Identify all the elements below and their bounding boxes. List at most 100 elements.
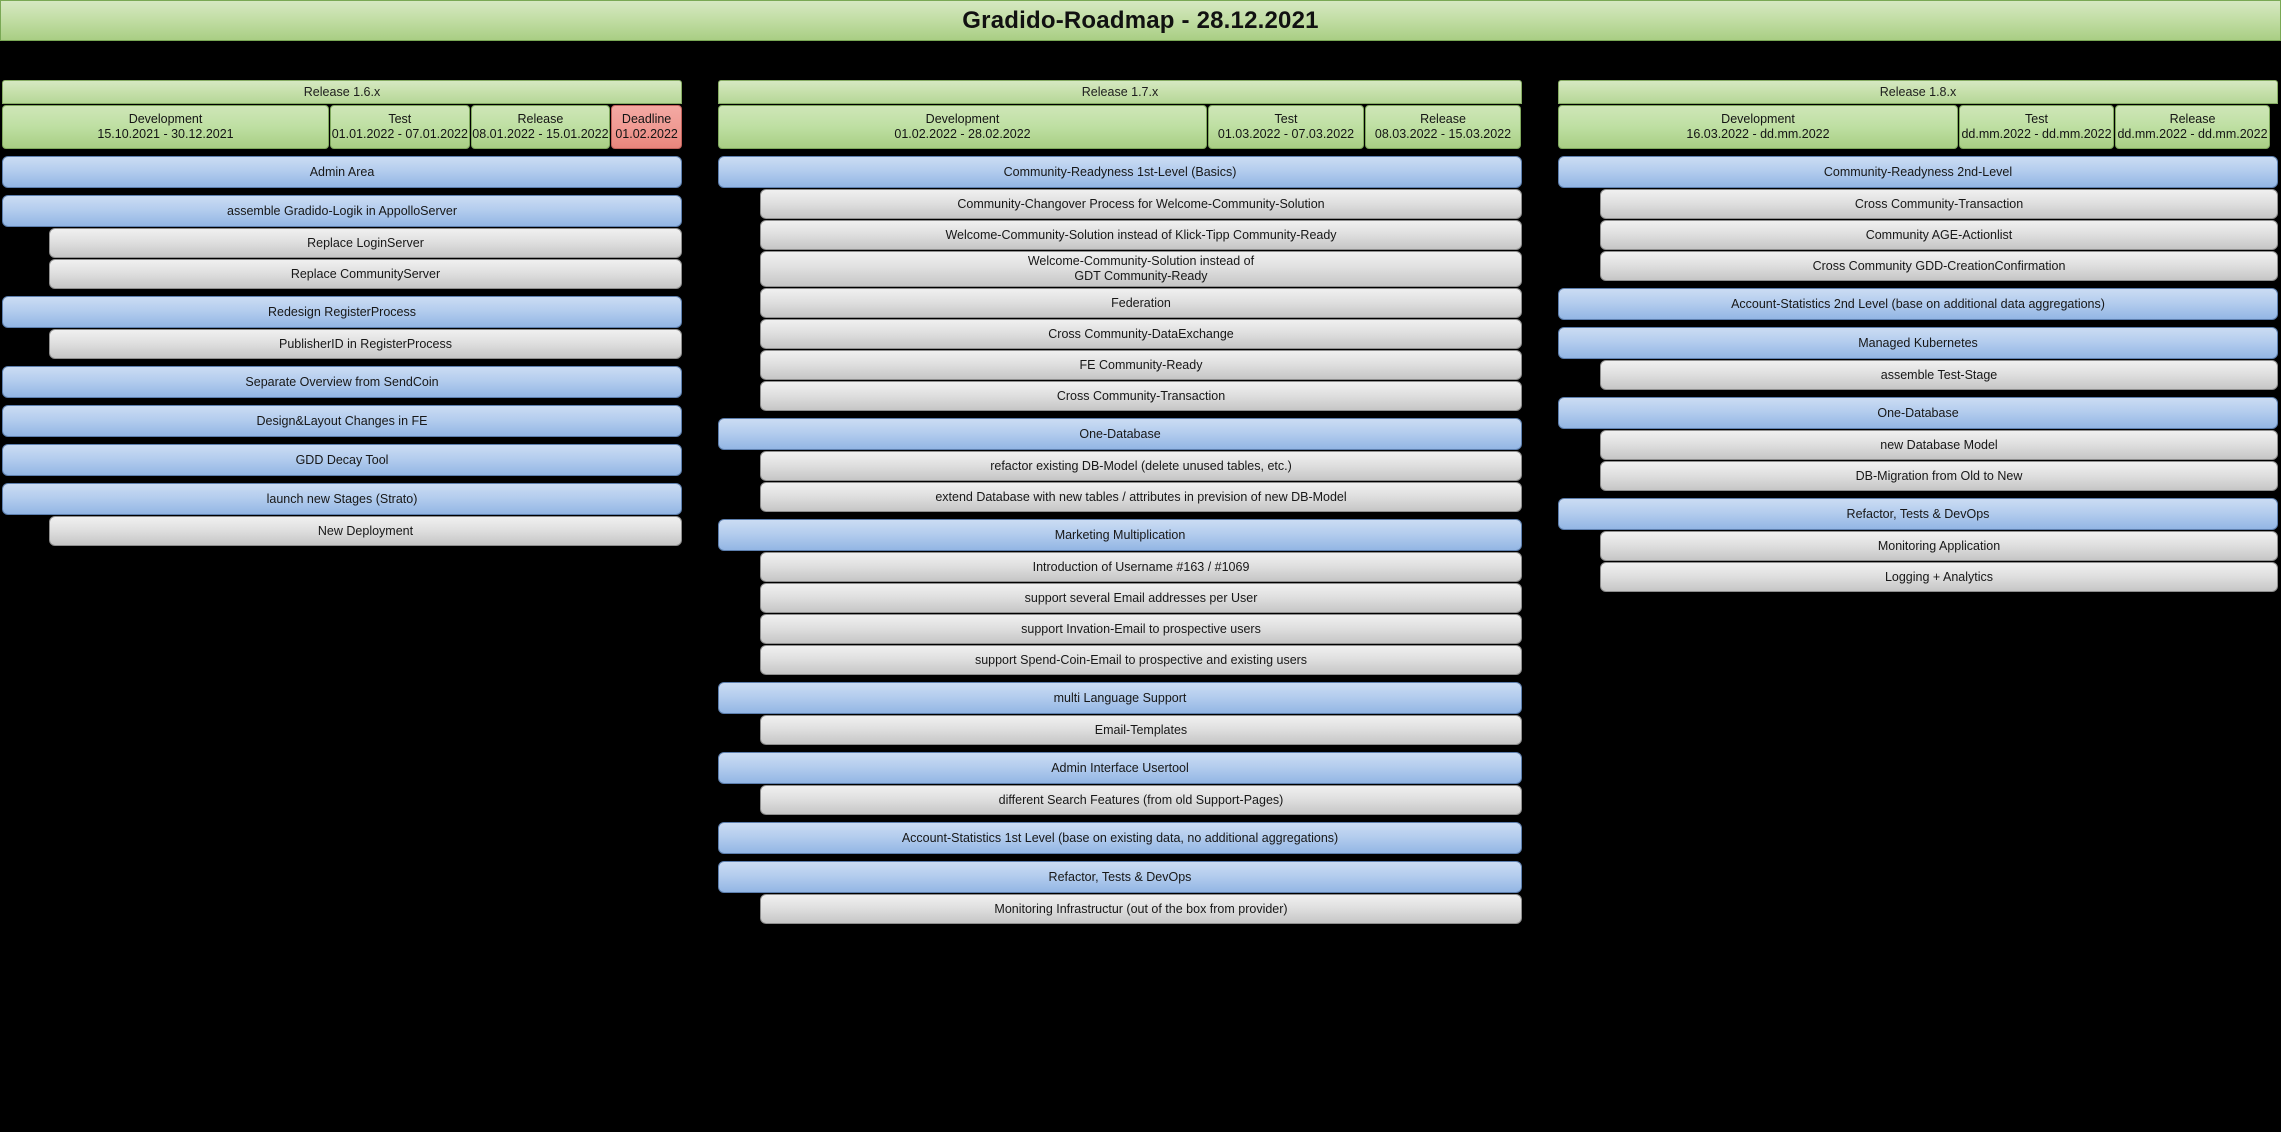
sub-task-row: Monitoring Infrastructur (out of the box… <box>718 893 1522 924</box>
epic-task[interactable]: Community-Readyness 2nd-Level <box>1558 156 2278 188</box>
phase-dates: 01.03.2022 - 07.03.2022 <box>1217 127 1355 141</box>
sub-task-row: new Database Model <box>1558 429 2278 460</box>
sub-task[interactable]: support Invation-Email to prospective us… <box>760 614 1522 644</box>
epic-task[interactable]: Account-Statistics 1st Level (base on ex… <box>718 822 1522 854</box>
epic-task[interactable]: Managed Kubernetes <box>1558 327 2278 359</box>
task-group: Separate Overview from SendCoin <box>2 366 682 398</box>
epic-task[interactable]: Marketing Multiplication <box>718 519 1522 551</box>
sub-task-row: refactor existing DB-Model (delete unuse… <box>718 450 1522 481</box>
sub-task[interactable]: support Spend-Coin-Email to prospective … <box>760 645 1522 675</box>
phase-dates: 08.03.2022 - 15.03.2022 <box>1374 127 1512 141</box>
sub-task[interactable]: Logging + Analytics <box>1600 562 2278 592</box>
sub-task[interactable]: New Deployment <box>49 516 682 546</box>
sub-task-row: Federation <box>718 287 1522 318</box>
sub-task[interactable]: Monitoring Infrastructur (out of the box… <box>760 894 1522 924</box>
sub-task[interactable]: Replace CommunityServer <box>49 259 682 289</box>
phase-name: Development <box>128 112 203 126</box>
sub-task[interactable]: new Database Model <box>1600 430 2278 460</box>
phase-dates: 15.10.2021 - 30.12.2021 <box>97 127 234 141</box>
epic-task[interactable]: Refactor, Tests & DevOps <box>1558 498 2278 530</box>
sub-task-row: extend Database with new tables / attrib… <box>718 481 1522 512</box>
phase-dates: 08.01.2022 - 15.01.2022 <box>472 127 609 141</box>
phase-name: Development <box>1721 112 1795 126</box>
sub-task[interactable]: Welcome-Community-Solution instead of Kl… <box>760 220 1522 250</box>
sub-task[interactable]: Email-Templates <box>760 715 1522 745</box>
sub-task[interactable]: Welcome-Community-Solution instead of GD… <box>760 251 1522 287</box>
epic-task[interactable]: assemble Gradido-Logik in AppolloServer <box>2 195 682 227</box>
roadmap-title-bar: Gradido-Roadmap - 28.12.2021 <box>0 0 2281 41</box>
sub-task[interactable]: Monitoring Application <box>1600 531 2278 561</box>
sub-task[interactable]: Cross Community GDD-CreationConfirmation <box>1600 251 2278 281</box>
sub-task[interactable]: PublisherID in RegisterProcess <box>49 329 682 359</box>
epic-task[interactable]: One-Database <box>1558 397 2278 429</box>
sub-task[interactable]: extend Database with new tables / attrib… <box>760 482 1522 512</box>
sub-task[interactable]: Community-Changover Process for Welcome-… <box>760 189 1522 219</box>
task-group: Account-Statistics 1st Level (base on ex… <box>718 822 1522 854</box>
sub-task-row: Welcome-Community-Solution instead of GD… <box>718 250 1522 287</box>
sub-task[interactable]: Cross Community-Transaction <box>760 381 1522 411</box>
sub-task[interactable]: Community AGE-Actionlist <box>1600 220 2278 250</box>
sub-task[interactable]: support several Email addresses per User <box>760 583 1522 613</box>
sub-task[interactable]: Cross Community-DataExchange <box>760 319 1522 349</box>
sub-task[interactable]: Introduction of Username #163 / #1069 <box>760 552 1522 582</box>
sub-task[interactable]: assemble Test-Stage <box>1600 360 2278 390</box>
epic-task[interactable]: Redesign RegisterProcess <box>2 296 682 328</box>
epic-task[interactable]: Separate Overview from SendCoin <box>2 366 682 398</box>
phase-name: Test <box>388 112 412 126</box>
phase-name: Release <box>517 112 564 126</box>
phase-name: Development <box>925 112 1000 126</box>
sub-task[interactable]: DB-Migration from Old to New <box>1600 461 2278 491</box>
epic-task[interactable]: Design&Layout Changes in FE <box>2 405 682 437</box>
epic-task[interactable]: Community-Readyness 1st-Level (Basics) <box>718 156 1522 188</box>
phase-name: Release <box>2169 112 2216 126</box>
epic-task[interactable]: One-Database <box>718 418 1522 450</box>
epic-task[interactable]: launch new Stages (Strato) <box>2 483 682 515</box>
sub-task[interactable]: Federation <box>760 288 1522 318</box>
epic-task[interactable]: GDD Decay Tool <box>2 444 682 476</box>
sub-task[interactable]: Replace LoginServer <box>49 228 682 258</box>
sub-task-row: different Search Features (from old Supp… <box>718 784 1522 815</box>
phase-name: Test <box>1274 112 1298 126</box>
epic-task[interactable]: Account-Statistics 2nd Level (base on ad… <box>1558 288 2278 320</box>
phase-dates: 01.02.2022 <box>615 127 678 141</box>
sub-task-row: Introduction of Username #163 / #1069 <box>718 551 1522 582</box>
sub-task-row: Replace CommunityServer <box>2 258 682 289</box>
sub-task[interactable]: refactor existing DB-Model (delete unuse… <box>760 451 1522 481</box>
epic-task[interactable]: multi Language Support <box>718 682 1522 714</box>
sub-task-row: Monitoring Application <box>1558 530 2278 561</box>
epic-task[interactable]: Admin Interface Usertool <box>718 752 1522 784</box>
sub-task[interactable]: FE Community-Ready <box>760 350 1522 380</box>
release-header-3: Release 1.8.x <box>1558 80 2278 104</box>
epic-task[interactable]: Refactor, Tests & DevOps <box>718 861 1522 893</box>
epic-task[interactable]: Admin Area <box>2 156 682 188</box>
sub-task-row: FE Community-Ready <box>718 349 1522 380</box>
sub-task-row: DB-Migration from Old to New <box>1558 460 2278 491</box>
sub-task[interactable]: different Search Features (from old Supp… <box>760 785 1522 815</box>
sub-task[interactable]: Cross Community-Transaction <box>1600 189 2278 219</box>
task-group: GDD Decay Tool <box>2 444 682 476</box>
release-header-1: Release 1.6.x <box>2 80 682 104</box>
task-group: Community-Readyness 1st-Level (Basics)Co… <box>718 156 1522 411</box>
sub-task-row: Replace LoginServer <box>2 227 682 258</box>
sub-task-row: support Spend-Coin-Email to prospective … <box>718 644 1522 675</box>
phase-dates: dd.mm.2022 - dd.mm.2022 <box>2117 127 2268 141</box>
